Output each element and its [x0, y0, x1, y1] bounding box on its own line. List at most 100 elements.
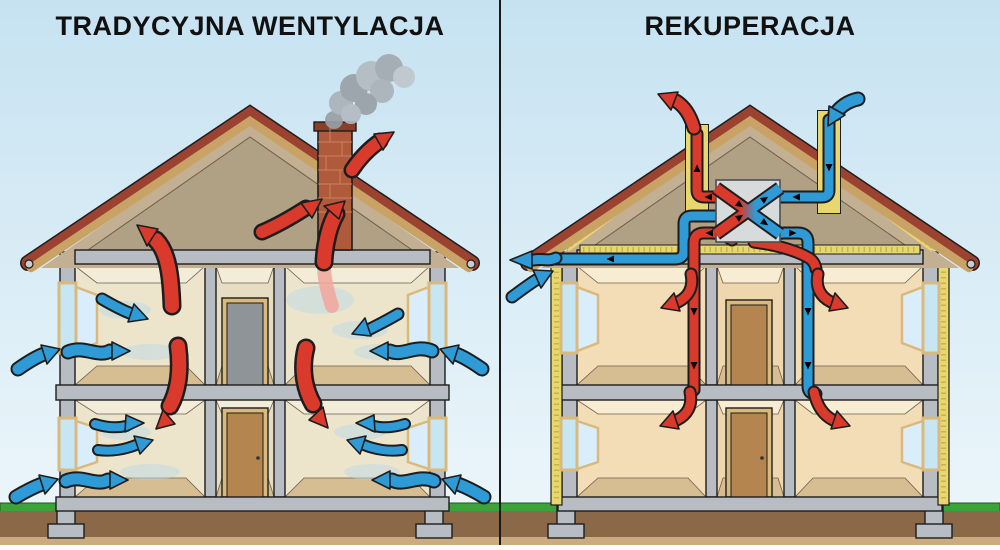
window-reveal [575, 285, 600, 353]
hallway-wall [705, 265, 718, 386]
hallway-wall [273, 265, 286, 386]
arrow-shaft [10, 478, 48, 503]
warm-air-arrow-chimney-exit [343, 131, 395, 179]
cold-arrow-infiltration-upper-right-inside [369, 341, 440, 361]
window-lower-left [559, 416, 579, 472]
arrow-shaft [12, 348, 50, 375]
supply-air-arrows [659, 267, 851, 430]
ceiling-exhaust-duct [549, 211, 723, 264]
attic-floor-beam-front [74, 249, 431, 265]
arrow-head [40, 344, 61, 365]
window-lower-left [57, 416, 78, 472]
wood-door [226, 412, 264, 498]
pier-base [915, 523, 953, 539]
cold-arrow-window-lower-left-2 [92, 435, 154, 457]
door-handle [256, 456, 260, 460]
window-reveal [575, 419, 600, 471]
cold-arrow-infiltration-upper-left-inside [60, 341, 131, 361]
arrow-shaft [363, 309, 403, 335]
arrow-shaft [507, 275, 541, 302]
arrow-head [155, 409, 176, 430]
supply-arrow-lower-left-room [659, 385, 698, 430]
warm-air-arrow-attic-right [253, 198, 323, 241]
hallway-wall [783, 265, 796, 386]
wood-door [730, 304, 768, 386]
base-slab [557, 496, 943, 512]
arrow-head [38, 474, 59, 495]
window-upper-right [921, 281, 941, 355]
arrow-shaft [91, 420, 130, 432]
window-upper-left [57, 281, 78, 355]
arrow-head [659, 410, 680, 430]
arrow-shaft [149, 233, 179, 313]
windows-right-house [559, 281, 941, 472]
gutter-hook [466, 259, 476, 269]
arrow-head [532, 269, 554, 289]
room-floor [794, 477, 924, 498]
mid-floor-slab [55, 384, 450, 401]
room-ceiling [73, 399, 207, 415]
left-panel-title: TRADYCYJNA WENTYLACJA [55, 11, 445, 41]
smoke-puff [393, 66, 415, 88]
gutter-hook [24, 259, 34, 269]
room-floor [575, 365, 707, 386]
cold-arrow-window-upper-left [95, 292, 149, 323]
cold-arrow-infiltration-lower-left-outside [8, 474, 59, 505]
arrow-head [136, 224, 159, 247]
haze [286, 286, 354, 314]
hall-ceiling [215, 265, 275, 284]
arrow-shaft [317, 207, 343, 269]
arrow-head [111, 341, 131, 361]
arrow-shaft [62, 344, 116, 359]
arrow-shaft [360, 441, 406, 455]
arrow-head [369, 341, 389, 361]
roof-fascia [526, 115, 974, 273]
cold-arrow-window-lower-left-1 [89, 414, 145, 434]
haze [120, 344, 180, 360]
smoke-puff [325, 111, 343, 129]
cold-arrow-infiltration-lower-right-inside [371, 470, 442, 490]
smoke-puff [370, 79, 394, 103]
arrow-head [346, 435, 367, 455]
supply-arrow-upper-left-room [660, 267, 699, 312]
outside-air-arrows [505, 91, 866, 304]
arrow-head [133, 435, 154, 455]
supply-branch-upper-right [749, 237, 821, 274]
hallway-wall [705, 399, 718, 498]
arrow-shaft [812, 269, 836, 307]
window-lower-right [921, 416, 941, 472]
cold-arrow-infiltration-lower-left-inside [58, 470, 129, 490]
warm-air-arrows-traditional [136, 131, 395, 430]
panel-divider [499, 0, 501, 545]
gutter-hook [966, 259, 976, 269]
arrow-head [660, 292, 681, 312]
fresh-air-intake-arrow-roof [827, 91, 866, 127]
pier-base [47, 523, 85, 539]
smoke [325, 54, 415, 129]
arrow-head [109, 470, 129, 490]
room-ceiling [73, 265, 207, 284]
arrow-shaft [529, 253, 561, 265]
arrow-shaft [672, 387, 696, 425]
haze [120, 464, 180, 480]
insulation-dots [554, 266, 946, 502]
pier-base [415, 523, 453, 539]
door-handle [760, 456, 764, 460]
arrow-shaft [673, 269, 697, 307]
recuperation-house [505, 91, 980, 539]
arrow-head [371, 470, 391, 490]
hallway-wall [204, 265, 217, 386]
exhaust-duct [692, 129, 723, 202]
room-ceiling [283, 265, 432, 284]
room-floor [575, 477, 707, 498]
hall-ceiling [716, 265, 785, 284]
interior-upper-floor-right [575, 265, 925, 386]
arrow-shaft [384, 343, 438, 359]
eave-intake-arrow [505, 269, 554, 304]
smoke-puff [355, 93, 377, 115]
arrow-shaft [670, 95, 700, 134]
arrow-shaft [452, 478, 490, 503]
pier-base [547, 523, 585, 539]
